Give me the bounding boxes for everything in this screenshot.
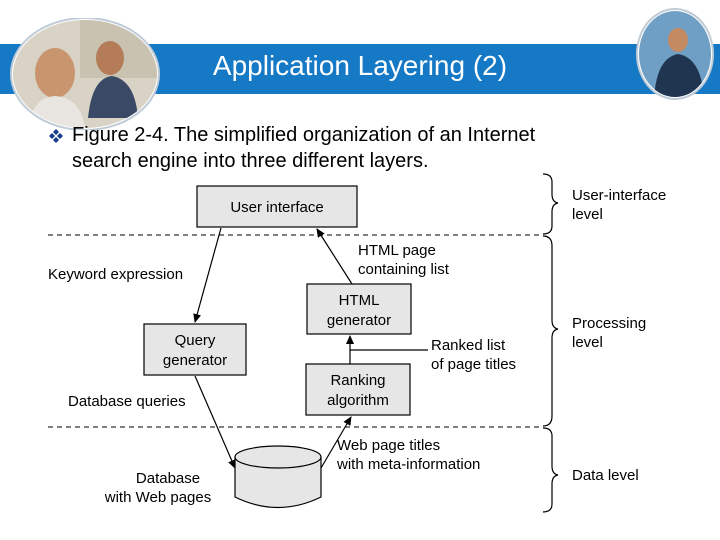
- database-queries-label: Database queries: [68, 393, 186, 410]
- processing-level-label-2: level: [572, 334, 603, 351]
- web-titles-label-2: with meta-information: [336, 456, 480, 473]
- slide-title: Application Layering (2): [212, 50, 508, 81]
- figure-caption: Figure 2-4. The simplified organization …: [72, 122, 672, 174]
- processing-level-label-1: Processing: [572, 315, 646, 332]
- layering-diagram: User interface HTML generator Query gene…: [48, 173, 666, 513]
- caption-line-1: Figure 2-4. The simplified organization …: [72, 124, 536, 146]
- ranked-list-label-1: Ranked list: [431, 337, 506, 354]
- html-page-label-1: HTML page: [358, 242, 436, 259]
- ranking-label-1: Ranking: [330, 372, 385, 389]
- ranking-label-2: algorithm: [327, 392, 389, 409]
- database-icon: [234, 445, 322, 509]
- arrow-ui-to-query: [193, 227, 222, 323]
- html-generator-label-1: HTML: [339, 292, 380, 309]
- caption-line-2: search engine into three different layer…: [72, 150, 429, 172]
- query-generator-label-2: generator: [163, 352, 227, 369]
- query-generator-label-1: Query: [175, 332, 216, 349]
- level-brace: [542, 427, 559, 513]
- web-titles-label-1: Web page titles: [337, 437, 440, 454]
- ui-level-label-1: User-interface: [572, 187, 666, 204]
- business-people-photo: [10, 18, 160, 130]
- ranking-algorithm-box: [305, 363, 411, 416]
- keyword-expression-label: Keyword expression: [48, 266, 183, 283]
- ui-level-label-2: level: [572, 206, 603, 223]
- ranked-list-label-2: of page titles: [431, 356, 516, 373]
- html-generator-box: [306, 283, 412, 335]
- arrow-query-to-db: [194, 375, 236, 469]
- businessman-photo: [636, 8, 714, 100]
- html-generator-label-2: generator: [327, 312, 391, 329]
- user-interface-label: User interface: [230, 199, 323, 216]
- arrow-db-to-ranking: [320, 416, 352, 469]
- level-brace: [542, 235, 559, 427]
- user-interface-box: [196, 185, 358, 228]
- arrow-html-to-ui: [316, 228, 353, 285]
- data-level-label: Data level: [572, 467, 639, 484]
- database-label-2: with Web pages: [104, 489, 211, 506]
- html-page-label-2: containing list: [358, 261, 450, 278]
- query-generator-box: [143, 323, 247, 376]
- level-brace: [542, 173, 559, 235]
- database-label-1: Database: [136, 470, 200, 487]
- diamond-bullet-icon: [49, 129, 63, 143]
